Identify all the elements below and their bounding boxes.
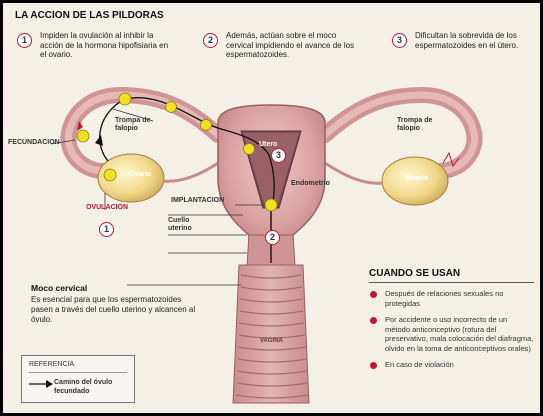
label-trompa-right: Trompa de falopio: [397, 117, 447, 133]
step-number-3: 3: [392, 33, 407, 48]
cuando-title: CUANDO SE USAN: [369, 268, 534, 283]
label-trompa-left: Trompa de falopio: [115, 117, 165, 133]
label-fecundacion: FECUNDACION: [8, 139, 60, 146]
label-ovario-left: Ovario: [129, 171, 151, 178]
label-implantacion: IMPLANTACION: [171, 197, 224, 204]
bullet-dot-icon: [370, 317, 377, 324]
marker-3: 3: [271, 148, 286, 163]
cuando-item-1: Después de relaciones sexuales no proteg…: [369, 289, 534, 308]
referencia-legend: REFERENCIA Camino del óvulo fecundado: [21, 355, 135, 403]
marker-1: 1: [99, 222, 114, 237]
bullet-dot-icon: [370, 362, 377, 369]
step-text-2: Además, actúan sobre el moco cervical im…: [226, 31, 361, 60]
moco-title: Moco cervical: [31, 283, 87, 293]
referencia-legend-label: Camino del óvulo fecundado: [54, 378, 134, 396]
cuando-item-2: Por accidente o uso incorrecto de un mét…: [369, 315, 534, 353]
vagina: [233, 265, 309, 403]
divider: [29, 372, 127, 373]
step-text-1: Impiden la ovulación al inhibir la acció…: [40, 31, 170, 60]
label-ovario-right: Ovario: [406, 175, 428, 182]
step-number-2: 2: [203, 33, 218, 48]
label-endometrio: Endometrio: [291, 180, 330, 187]
cuando-item-3: En caso de violación: [369, 360, 534, 370]
cuando-item-text: Después de relaciones sexuales no proteg…: [385, 289, 503, 308]
cuando-item-text: Por accidente o uso incorrecto de un mét…: [385, 315, 533, 353]
cuando-item-text: En caso de violación: [385, 360, 454, 369]
marker-2: 2: [265, 230, 280, 245]
bullet-dot-icon: [370, 291, 377, 298]
moco-text: Es esencial para que los espermatozoides…: [31, 295, 201, 325]
step-text-3: Dificultan la sobrevida de los espermato…: [415, 31, 533, 50]
arrow-right-icon: [29, 380, 53, 388]
label-cuello: Cuello uterino: [168, 217, 208, 233]
cuando-se-usan-panel: CUANDO SE USAN Después de relaciones sex…: [369, 268, 534, 377]
label-utero: Utero: [259, 141, 277, 148]
page-title: LA ACCION DE LAS PILDORAS: [15, 10, 164, 21]
referencia-title: REFERENCIA: [29, 361, 74, 368]
label-ovulacion: OVULACION: [86, 204, 128, 211]
label-vagina: VAGINA: [260, 338, 283, 344]
step-number-1: 1: [17, 33, 32, 48]
